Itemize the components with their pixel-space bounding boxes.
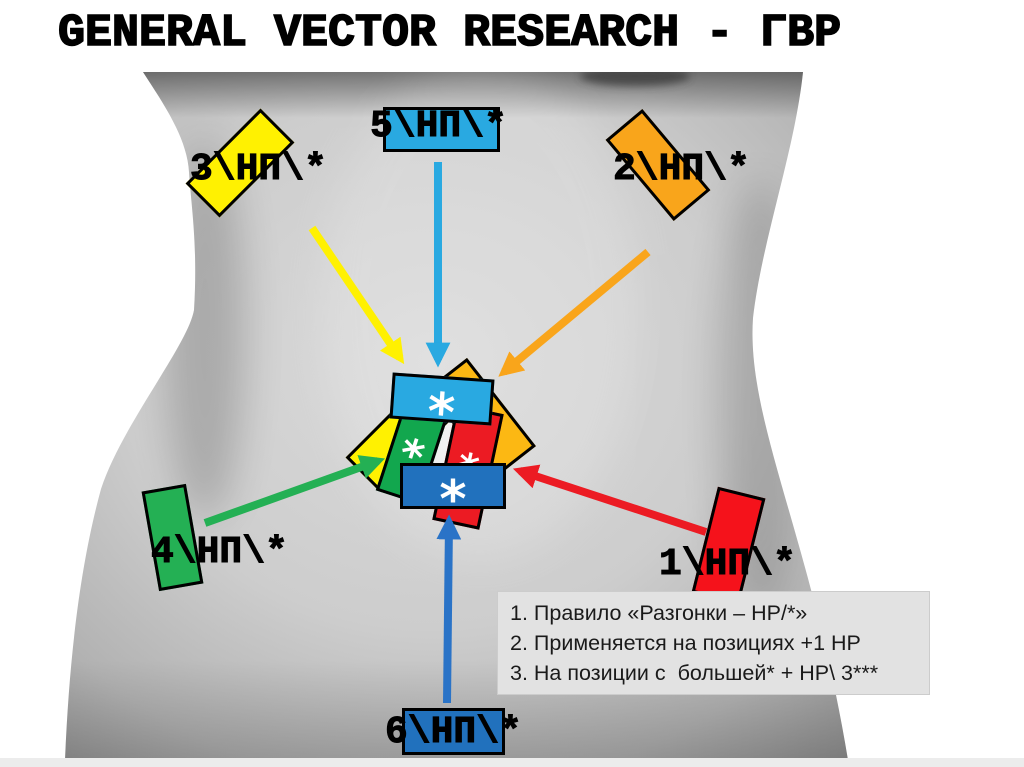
- neck-notch-shadow: [580, 72, 690, 86]
- vector-label-5: 5\НП\*: [370, 105, 508, 149]
- center-asterisk-lightblue: *: [425, 382, 457, 444]
- rule-line-3: 3. На позиции с большей* + НР\ 3***: [510, 660, 879, 685]
- page-title: GENERAL VECTOR RESEARCH - ГВР: [57, 7, 842, 60]
- rules-box: 1. Правило «Разгонки – НР/*» 2. Применяе…: [497, 591, 930, 695]
- vector-label-6: 6\НП\*: [385, 711, 523, 755]
- vector-label-4: 4\НП\*: [151, 531, 289, 575]
- vector-label-3: 3\НП\*: [190, 148, 328, 192]
- vector-chip-5: [383, 107, 500, 152]
- vector-label-2: 2\НП\*: [613, 148, 751, 192]
- bottom-strip: [0, 758, 1024, 767]
- center-chip-lightblue: *: [389, 372, 495, 444]
- vector-chip-6: [402, 708, 505, 755]
- vector-label-1: 1\НП\*: [659, 543, 797, 587]
- rule-line-2: 2. Применяется на позициях +1 НР: [510, 630, 861, 655]
- center-asterisk-green: *: [392, 428, 430, 484]
- rule-line-1: 1. Правило «Разгонки – НР/*»: [510, 600, 808, 625]
- center-chip-darkblue: *: [400, 463, 506, 526]
